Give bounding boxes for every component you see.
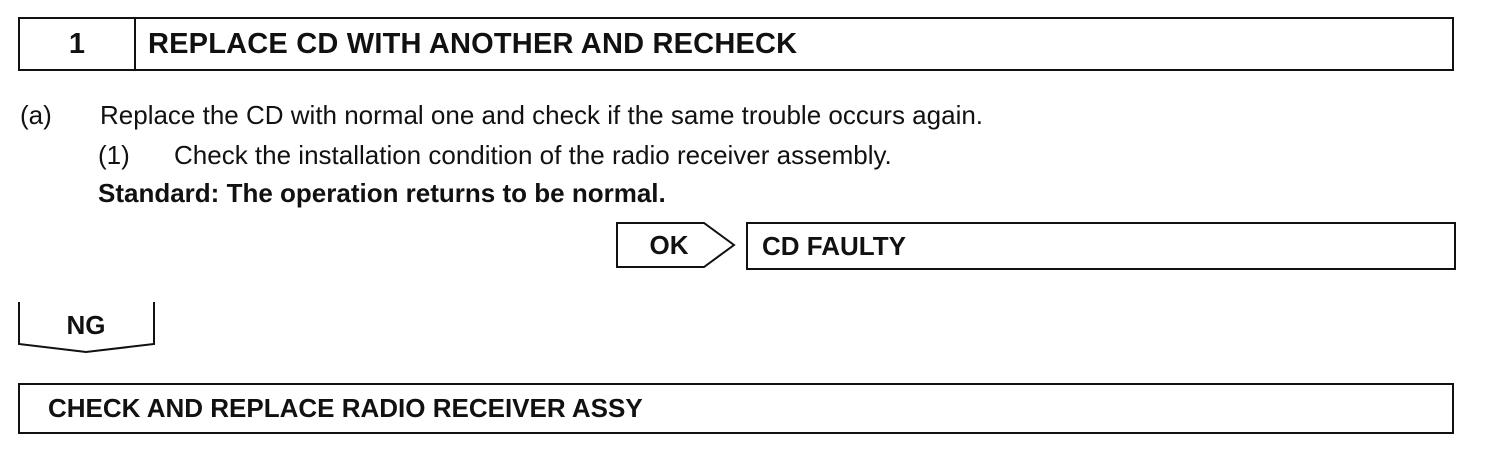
step-header: 1 REPLACE CD WITH ANOTHER AND RECHECK (18, 17, 1454, 71)
ng-arrow-shape (18, 302, 155, 354)
ok-arrow-shape (616, 222, 736, 268)
ok-result-box: CD FAULTY (746, 222, 1456, 270)
step-title: REPLACE CD WITH ANOTHER AND RECHECK (148, 27, 798, 60)
ok-label: OK (649, 229, 689, 260)
next-step-box: CHECK AND REPLACE RADIO RECEIVER ASSY (18, 383, 1454, 434)
instruction-a-marker: (a) (20, 100, 52, 130)
instruction-1-marker: (1) (98, 140, 130, 170)
standard-text: Standard: The operation returns to be no… (98, 178, 666, 208)
ng-label: NG (66, 309, 106, 340)
instruction-a-text: Replace the CD with normal one and check… (100, 100, 984, 130)
next-step-title: CHECK AND REPLACE RADIO RECEIVER ASSY (48, 393, 643, 423)
ok-result-text: CD FAULTY (762, 230, 906, 261)
step-number: 1 (20, 19, 136, 69)
instruction-1-text: Check the installation condition of the … (174, 140, 892, 170)
